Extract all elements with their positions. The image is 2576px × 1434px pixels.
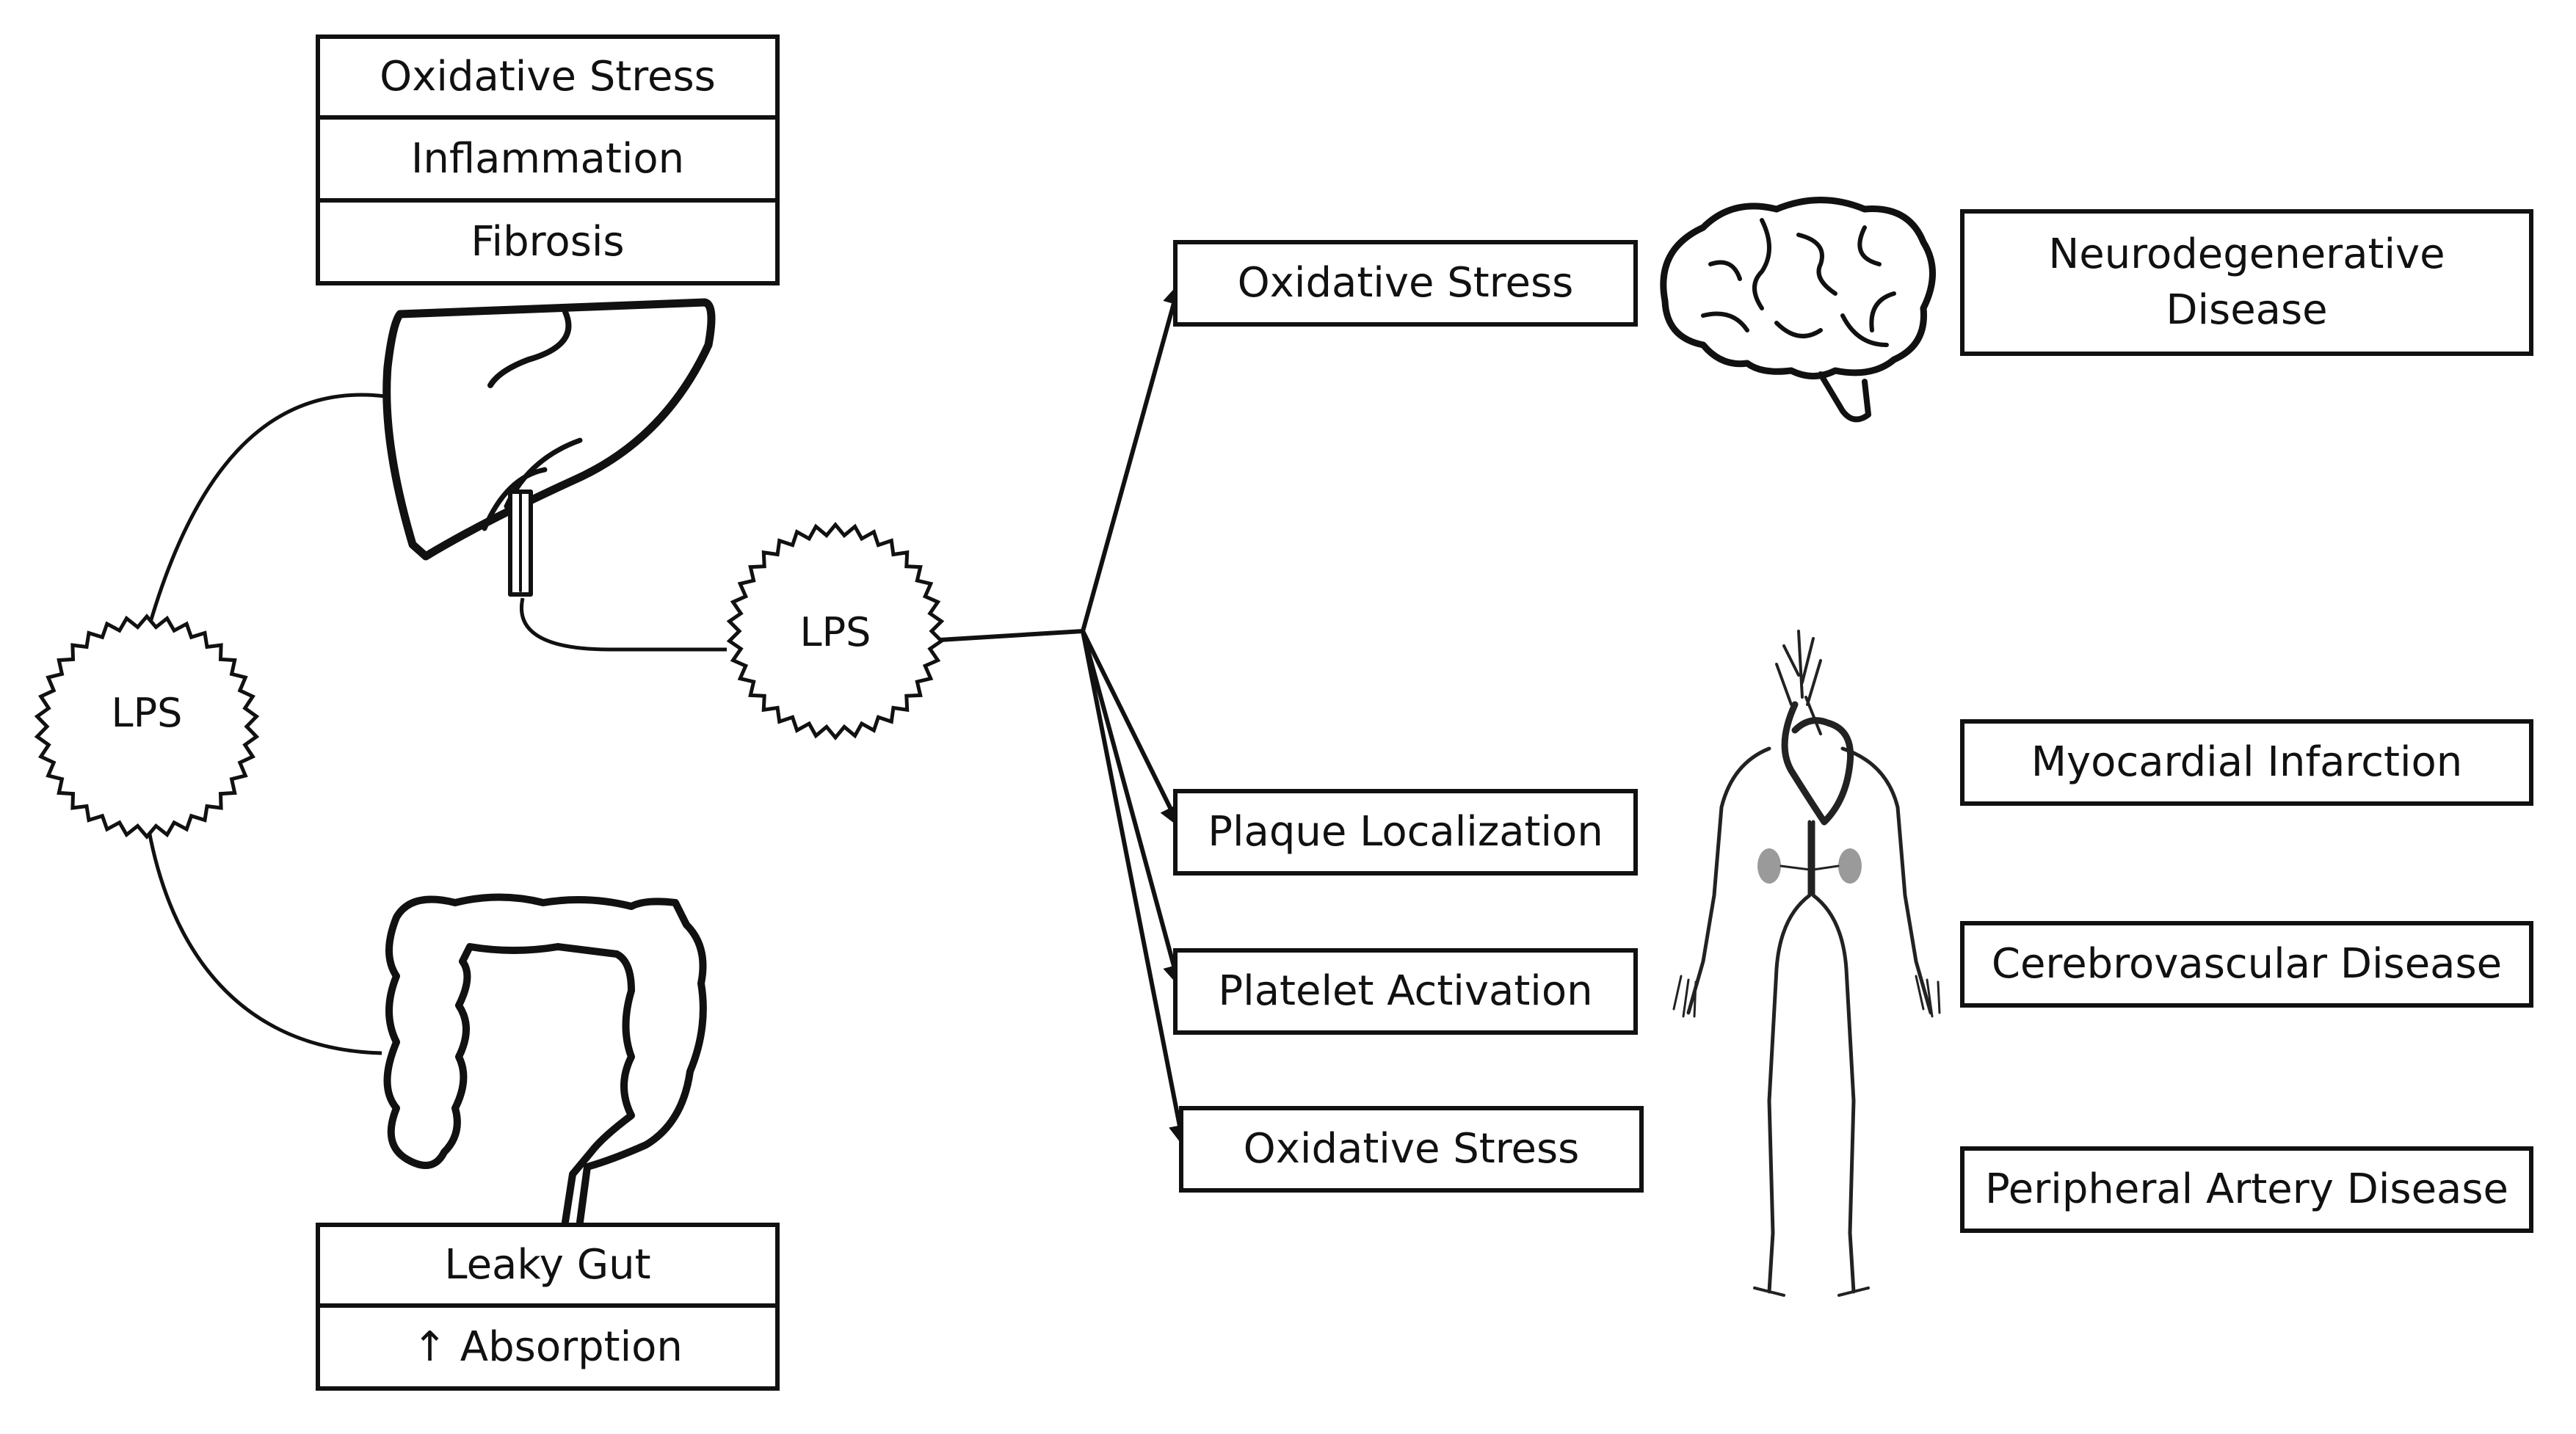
disease-peripheral-artery: Peripheral Artery Disease [1960,1146,2533,1233]
connector-duct-to-lps [520,597,727,652]
connector-liver-to-lps [145,393,386,636]
liver-label-inflammation: Inflammation [316,120,780,203]
liver-icon [382,298,716,597]
colon-icon [383,893,707,1226]
effect-platelet-activation: Platelet Activation [1173,948,1638,1035]
disease-myocardial-infarction: Myocardial Infarction [1960,719,2533,806]
gut-label-absorption: ↑ Absorption [316,1308,780,1391]
circulatory-system-icon [1672,630,1941,1297]
liver-label-fibrosis: Fibrosis [316,203,780,285]
lps-seal-left: LPS [34,614,260,840]
brain-icon [1660,197,1936,423]
svg-text:LPS: LPS [112,690,183,736]
effect-vascular-oxidative-stress: Oxidative Stress [1179,1106,1644,1193]
lps-seal-middle: LPS [726,522,945,740]
svg-text:LPS: LPS [800,609,871,655]
arrow-to-plaque-localization [1081,630,1181,828]
disease-cerebrovascular: Cerebrovascular Disease [1960,921,2533,1008]
disease-neurodegenerative: Neurodegenerative Disease [1960,209,2533,356]
effect-brain-oxidative-stress: Oxidative Stress [1173,240,1638,327]
connector-lps-to-colon [145,818,382,1055]
effect-plaque-localization: Plaque Localization [1173,789,1638,876]
connector-lps-to-hub [939,629,1084,642]
arrow-to-brain-oxidative-stress [1081,283,1185,632]
liver-label-oxidative-stress: Oxidative Stress [316,34,780,120]
arrow-to-vascular-oxidative-stress [1081,630,1191,1147]
gut-label-leaky-gut: Leaky Gut [316,1223,780,1308]
arrow-to-platelet-activation [1081,630,1185,987]
